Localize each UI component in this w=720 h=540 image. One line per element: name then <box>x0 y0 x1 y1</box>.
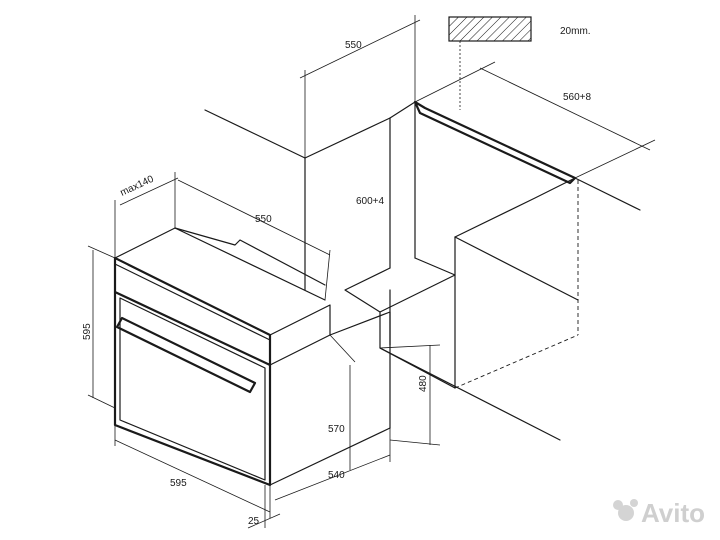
ext-line-j <box>87 245 116 259</box>
dim-line-body-depth <box>274 454 391 501</box>
ext-line-f <box>389 439 441 446</box>
top-gap-block: 20mm. <box>448 16 591 110</box>
counter-right-edge <box>574 177 641 211</box>
dim-label-oven-depth: 550 <box>255 214 272 225</box>
dim-line-front-thickness <box>247 513 281 529</box>
ext-line-n <box>329 334 356 363</box>
ext-line-c <box>414 61 496 103</box>
countertop-strip <box>413 100 577 185</box>
oven-bottom-right <box>269 427 391 486</box>
watermark-text: Avito <box>641 498 705 528</box>
niche-floor <box>344 257 456 313</box>
dim-label-oven-width: 595 <box>170 478 187 489</box>
dim-line-niche-depth <box>299 19 421 79</box>
dim-max-panel: max140 <box>114 172 179 258</box>
oven-control-panel <box>113 256 272 367</box>
dim-niche-height: 600+4 <box>356 118 391 268</box>
dim-front-thickness: 25 <box>247 485 281 529</box>
dim-label-max-panel: max140 <box>119 174 156 199</box>
dim-label-niche-height: 600+4 <box>356 196 385 207</box>
oven-top-flange <box>174 227 326 286</box>
hatched-spacer <box>448 16 532 42</box>
oven-body-right <box>329 311 391 429</box>
dim-line-oven-width <box>114 439 271 513</box>
dim-body-depth: 540 <box>274 428 391 501</box>
dim-label-top-gap: 20mm. <box>560 26 591 37</box>
avito-logo-icon <box>618 505 634 521</box>
ext-line-k <box>87 394 116 409</box>
dim-niche-depth: 550 <box>299 15 421 158</box>
oven-door-inner <box>119 297 266 481</box>
cabinet-base-line <box>379 347 561 441</box>
oven <box>113 227 391 487</box>
dim-label-niche-width: 560+8 <box>563 92 592 103</box>
dim-label-floor-height: 480 <box>418 375 429 392</box>
dim-oven-width: 595 <box>114 425 271 518</box>
panel-top-edge <box>114 263 271 341</box>
dim-oven-depth: 550 <box>177 179 331 301</box>
ext-line-i <box>324 249 331 301</box>
dim-label-oven-height: 595 <box>82 323 93 340</box>
oven-side-top <box>269 304 331 366</box>
ext-line-e <box>379 344 441 349</box>
oven-top-back <box>114 227 326 301</box>
dim-label-body-height: 570 <box>328 424 345 435</box>
dim-line-oven-depth <box>177 179 331 256</box>
ext-line-d <box>574 139 656 179</box>
cabinet-right-top <box>454 177 576 238</box>
dim-label-front-thickness: 25 <box>248 516 260 527</box>
avito-watermark: Avito <box>613 498 705 528</box>
dim-body-height: 570 <box>328 334 356 470</box>
dim-niche-width: 560+8 <box>414 61 656 179</box>
dim-floor-height: 480 <box>379 344 441 446</box>
dim-line-max-panel <box>119 177 179 206</box>
counter-left-edge <box>204 109 306 159</box>
niche-back-top-left <box>304 101 416 159</box>
oven-door <box>113 290 272 487</box>
dim-oven-height: 595 <box>82 245 116 409</box>
cabinet-right-top-edge <box>454 236 579 301</box>
cabinet-hidden-bottom <box>454 334 579 389</box>
dim-label-body-depth: 540 <box>328 470 345 481</box>
dim-label-niche-depth: 550 <box>345 40 362 51</box>
dim-line-niche-width <box>479 67 651 151</box>
oven-handle <box>115 316 257 394</box>
